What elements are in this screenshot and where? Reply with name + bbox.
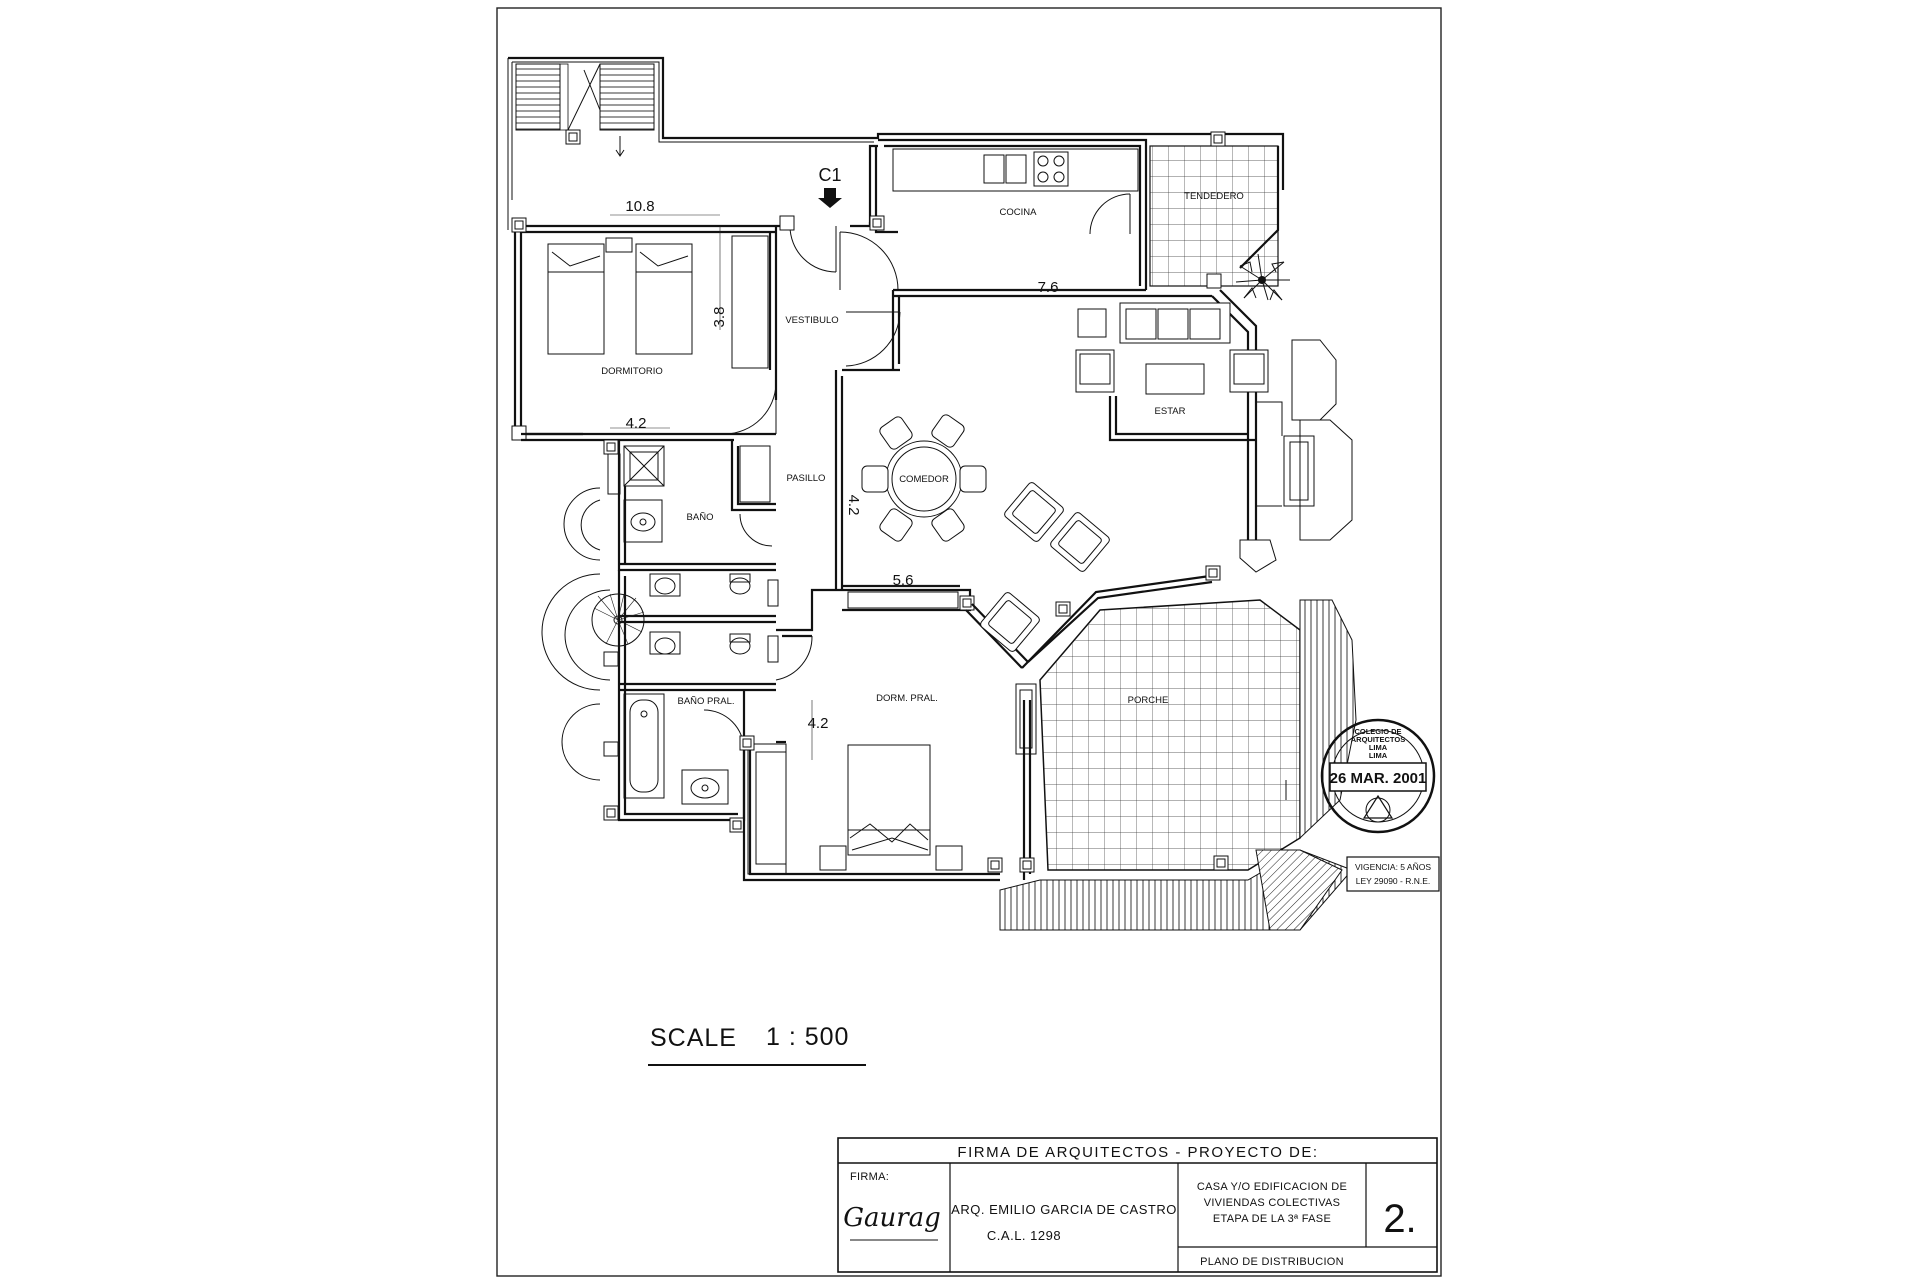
stamp-line2: ARQUITECTOS <box>1351 735 1405 744</box>
approval-stamp: COLEGIO DE ARQUITECTOS LIMA LIMA 26 MAR.… <box>1320 718 1440 892</box>
dim-4-2-mid: 4.2 <box>845 495 862 516</box>
title-header: FIRMA DE ARQUITECTOS - PROYECTO DE: <box>957 1144 1318 1161</box>
firma-label: FIRMA: <box>850 1171 889 1183</box>
room-estar: ESTAR <box>1155 406 1186 417</box>
armchairs <box>980 482 1110 652</box>
scale-value: 1 : 500 <box>766 1023 849 1051</box>
room-bano: BAÑO <box>687 512 714 523</box>
room-pasillo: PASILLO <box>787 473 826 484</box>
stamp-date: 26 MAR. 2001 <box>1330 770 1427 787</box>
room-bano-pral: BAÑO PRAL. <box>677 696 734 707</box>
room-labels: COCINA TENDEDERO VESTIBULO DORMITORIO ES… <box>601 191 1244 707</box>
dim-4-2-top: 4.2 <box>626 415 647 432</box>
section-marker: C1 <box>818 165 841 185</box>
sheet-frame <box>496 7 1442 1277</box>
dimensions: 10.8 3.8 4.2 7.6 4.2 5.6 4.2 C1 <box>625 165 1058 732</box>
architect-signature: Gaurag <box>843 1203 941 1233</box>
stamp-validity2: LEY 29090 - R.N.E. <box>1356 876 1431 886</box>
stair-top <box>515 63 655 157</box>
dim-7-6: 7.6 <box>1038 279 1059 296</box>
stamp-line4: LIMA <box>1369 751 1388 760</box>
scale-label: SCALE <box>650 1024 737 1052</box>
room-cocina: COCINA <box>1000 207 1038 218</box>
dining-set <box>861 414 987 542</box>
plan-walls <box>507 56 1357 931</box>
scale-block: SCALE 1 : 500 <box>648 1023 866 1066</box>
room-vestibulo: VESTIBULO <box>785 315 838 326</box>
project-line2: VIVIENDAS COLECTIVAS <box>1204 1197 1341 1209</box>
plan-name: PLANO DE DISTRIBUCION <box>1200 1256 1344 1268</box>
title-block: FIRMA DE ARQUITECTOS - PROYECTO DE: FIRM… <box>837 1137 1438 1273</box>
stamp-line1: COLEGIO DE <box>1354 727 1401 736</box>
dim-5-6: 5.6 <box>893 572 914 589</box>
dim-3-8: 3.8 <box>711 307 728 328</box>
project-line1: CASA Y/O EDIFICACION DE <box>1197 1181 1347 1193</box>
room-tendedero: TENDEDERO <box>1184 191 1244 202</box>
sheet-number: 2. <box>1383 1197 1416 1241</box>
dim-10-8: 10.8 <box>625 198 654 215</box>
dim-4-2-low: 4.2 <box>808 715 829 732</box>
project-line3: ETAPA DE LA 3ª FASE <box>1213 1213 1331 1225</box>
stamp-validity1: VIGENCIA: 5 AÑOS <box>1355 862 1431 872</box>
plant-icon <box>1235 253 1290 301</box>
room-dorm-pral: DORM. PRAL. <box>876 693 938 704</box>
room-dormitorio: DORMITORIO <box>601 366 663 377</box>
architect-name: ARQ. EMILIO GARCIA DE CASTRO <box>951 1202 1177 1217</box>
architect-cal: C.A.L. 1298 <box>987 1228 1061 1243</box>
room-comedor: COMEDOR <box>899 474 949 485</box>
stamp-line3: LIMA <box>1369 743 1388 752</box>
room-porche: PORCHE <box>1128 695 1169 706</box>
